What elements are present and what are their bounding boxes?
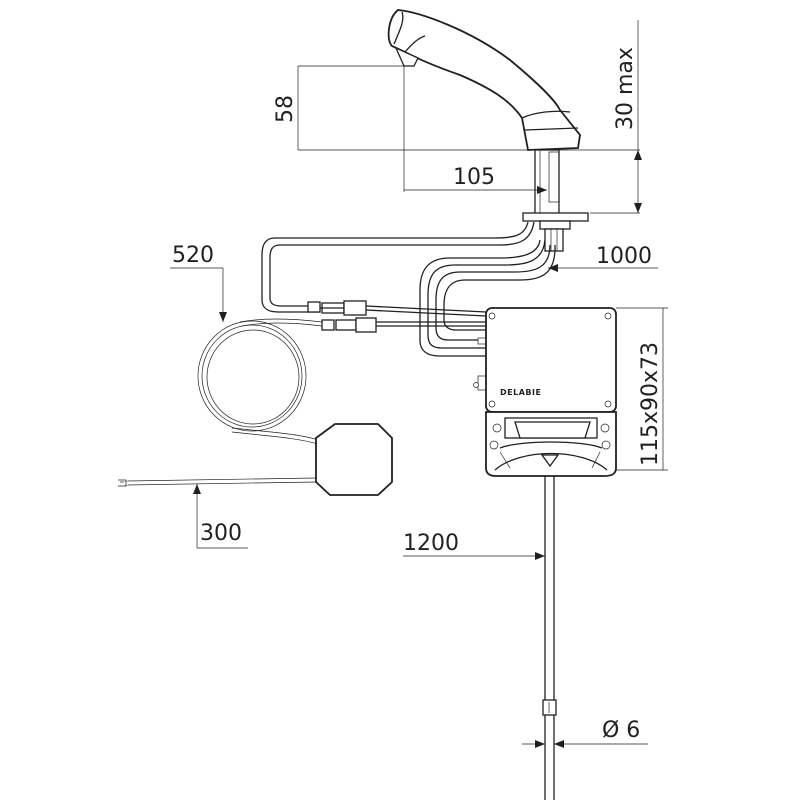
dimension-520: 520 [172, 243, 214, 268]
dimension-box-size: 115x90x73 [638, 342, 663, 466]
dimension-1200: 1200 [403, 531, 459, 556]
dimension-105: 105 [453, 165, 495, 190]
faucet [387, 9, 589, 252]
brand-label: DELABIE [500, 388, 541, 397]
dimension-300: 300 [200, 521, 242, 546]
sensor-cable [118, 300, 487, 496]
supply-hoses [261, 221, 556, 391]
control-box: DELABIE [485, 307, 617, 477]
dimension-lines [170, 20, 668, 748]
dimension-30-max: 30 max [613, 47, 638, 130]
dimension-diameter: Ø 6 [602, 718, 640, 743]
dimension-58: 58 [273, 95, 298, 123]
outlet-pipe [542, 476, 557, 800]
dimension-1000: 1000 [596, 244, 652, 269]
